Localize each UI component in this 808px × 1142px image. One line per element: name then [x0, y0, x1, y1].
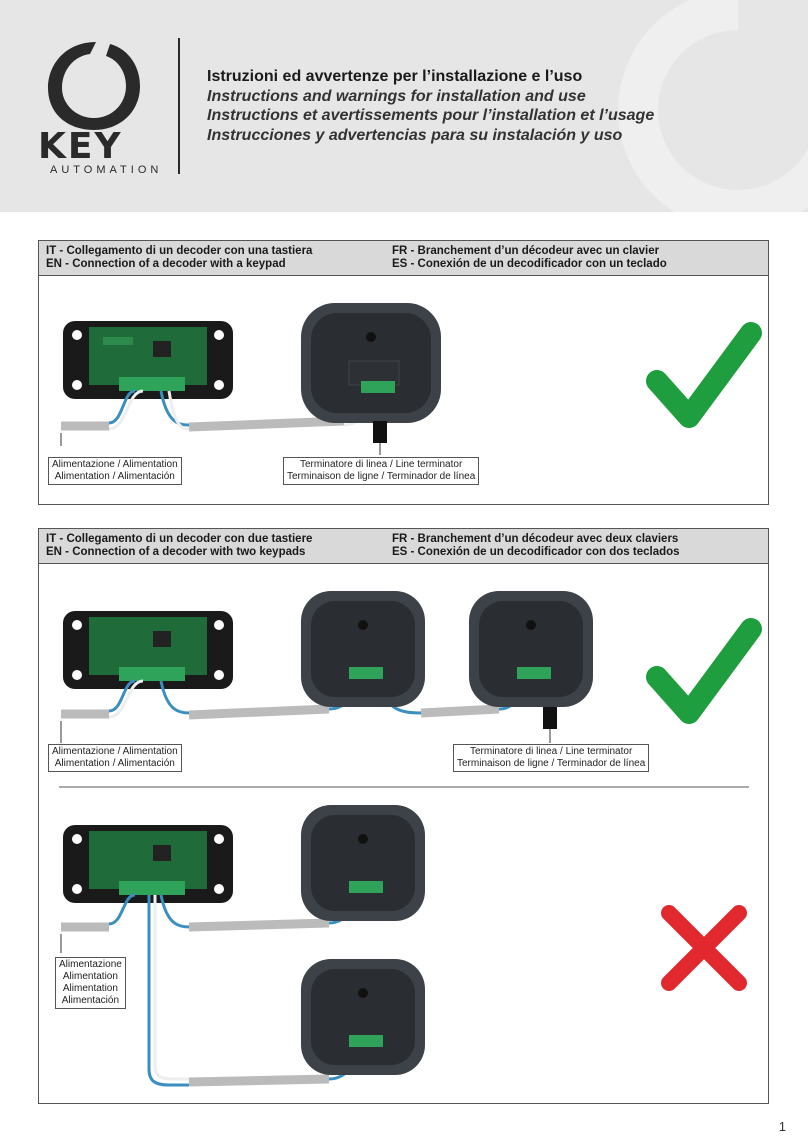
panel-one-title-es: ES - Conexión de un decodificador con un…	[392, 258, 667, 270]
decoder-board	[63, 825, 233, 903]
panel-two-title-it: IT - Collegamento di un decoder con due …	[46, 533, 313, 545]
line-terminator-label: Terminatore di linea / Line terminator T…	[453, 744, 650, 772]
power-supply-label: Alimentazione / Alimentation Alimentatio…	[48, 457, 182, 485]
keypad-device	[301, 303, 441, 423]
panel-two-keypads: IT - Collegamento di un decoder con due …	[38, 528, 769, 1104]
keypad-device	[301, 805, 425, 921]
line-terminator-plug	[373, 421, 387, 443]
power-supply-label: Alimentazione / Alimentation Alimentatio…	[48, 744, 182, 772]
brand-name: KEY	[38, 126, 123, 167]
page-number: 1	[778, 1119, 786, 1134]
panel-one-diagram	[60, 303, 762, 455]
keypad-device	[301, 591, 425, 707]
cross-mark-icon	[661, 905, 747, 991]
title-fr: Instructions et avertissements pour l’in…	[207, 107, 655, 124]
power-supply-label-stacked: Alimentazione Alimentation Alimentation …	[55, 957, 126, 1009]
panel-one-title-en: EN - Connection of a decoder with a keyp…	[46, 258, 286, 270]
panel-one-title-fr: FR - Branchement d’un décodeur avec un c…	[392, 245, 660, 257]
header-divider	[178, 38, 180, 174]
check-mark-icon	[646, 618, 762, 724]
panel-one-header: IT - Collegamento di un decoder con una …	[39, 241, 768, 276]
panel-two-title-en: EN - Connection of a decoder with two ke…	[46, 546, 306, 558]
panel-two-header: IT - Collegamento di un decoder con due …	[39, 529, 768, 564]
panel-two-title-es: ES - Conexión de un decodificador con do…	[392, 546, 680, 558]
decoder-board	[63, 321, 233, 399]
panel-two-title-fr: FR - Branchement d’un décodeur avec deux…	[392, 533, 679, 545]
line-terminator-plug	[543, 707, 557, 729]
panel-two-diagram	[59, 591, 762, 1087]
brand-subtitle: AUTOMATION	[50, 164, 163, 176]
panel-one-keypad: IT - Collegamento di un decoder con una …	[38, 240, 769, 505]
keypad-device	[469, 591, 593, 707]
page-header: KEY AUTOMATION Istruzioni ed avvertenze …	[0, 0, 808, 212]
line-terminator-label: Terminatore di linea / Line terminator T…	[283, 457, 480, 485]
logo-watermark	[618, 0, 808, 212]
check-mark-icon	[646, 322, 762, 428]
title-en: Instructions and warnings for installati…	[207, 87, 586, 105]
keypad-device	[301, 959, 425, 1075]
decoder-board	[63, 611, 233, 689]
header-titles: Istruzioni ed avvertenze per l’installaz…	[207, 67, 654, 145]
title-es: Instrucciones y advertencias para su ins…	[207, 126, 623, 144]
title-it: Istruzioni ed avvertenze per l’installaz…	[207, 68, 583, 85]
panel-one-title-it: IT - Collegamento di un decoder con una …	[46, 245, 313, 257]
